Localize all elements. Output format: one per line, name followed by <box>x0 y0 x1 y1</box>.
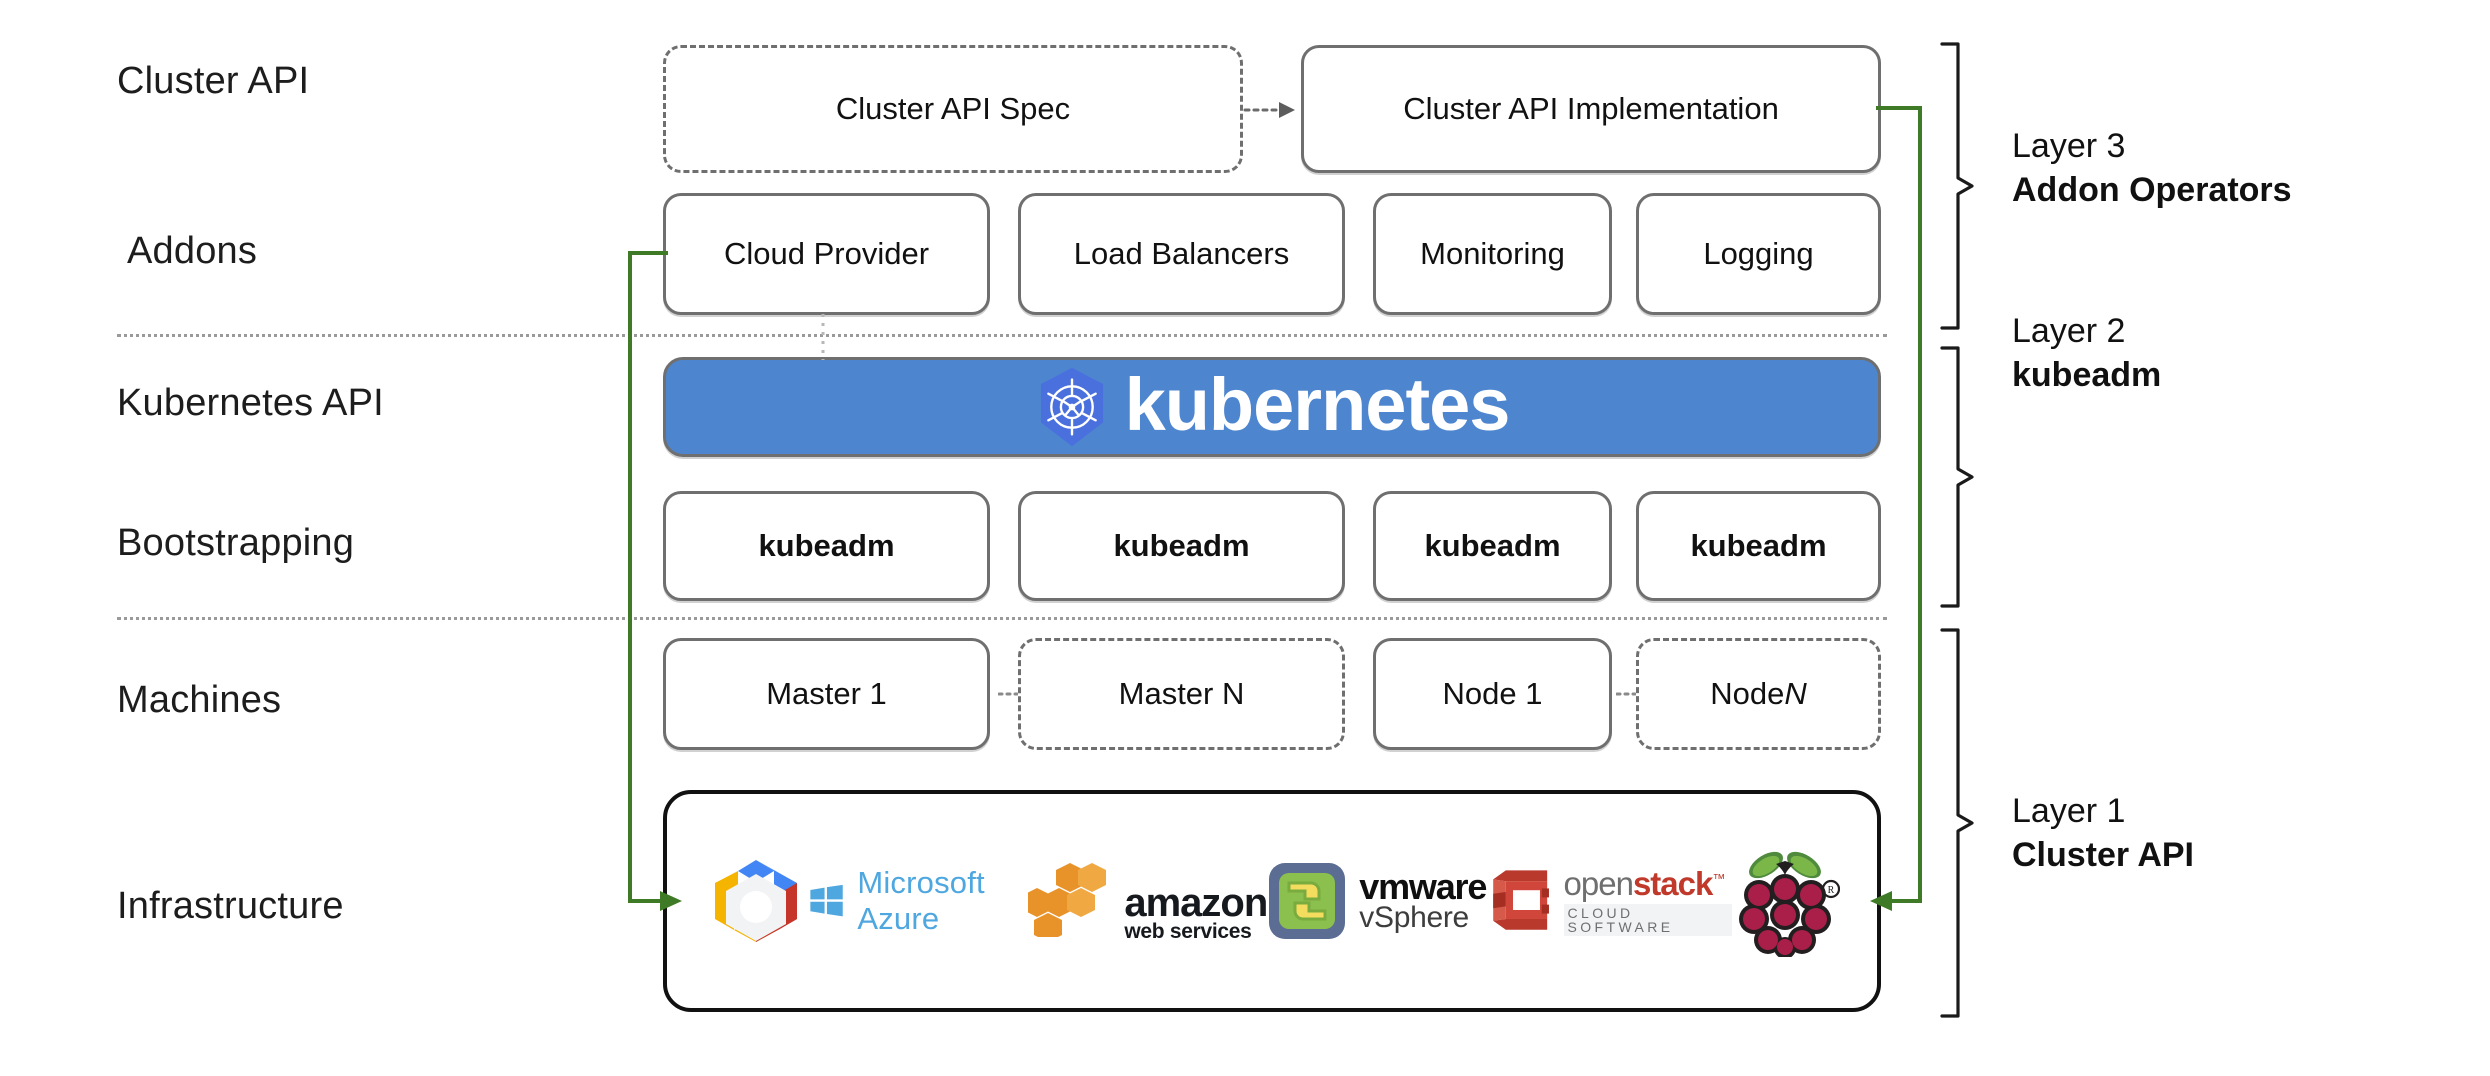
layer-2-number: Layer 2 <box>2012 312 2126 350</box>
machine-box-node-1[interactable]: Node 1 <box>1373 638 1612 750</box>
kubernetes-wordmark: kubernetes <box>1124 363 1511 446</box>
bootstrap-box-2[interactable]: kubeadm <box>1018 491 1345 601</box>
layer-1-caption: Layer 1 Cluster API <box>2012 790 2194 877</box>
infrastructure-logo-strip: Microsoft Azure amazon web services <box>690 838 1854 964</box>
aws-subtext: web services <box>1124 919 1252 943</box>
bootstrap-box-1[interactable]: kubeadm <box>663 491 990 601</box>
ellipsis-connector-masters-icon <box>998 692 1018 696</box>
bootstrap-box-3[interactable]: kubeadm <box>1373 491 1612 601</box>
aws-wordmark: amazon <box>1124 880 1268 925</box>
connector-cloud-provider-to-kubernetes <box>821 314 825 360</box>
brace-layer-3 <box>1940 42 1974 330</box>
bootstrap-box-4[interactable]: kubeadm <box>1636 491 1881 601</box>
openstack-subtext: CLOUD SOFTWARE <box>1563 903 1732 936</box>
addon-box-logging[interactable]: Logging <box>1636 193 1881 315</box>
machine-box-node-n-suffix: N <box>1784 676 1807 711</box>
layer-3-name: Addon Operators <box>2012 170 2292 209</box>
addon-box-cloud-provider[interactable]: Cloud Provider <box>663 193 990 315</box>
layer-2-name: kubeadm <box>2012 355 2162 394</box>
addon-box-monitoring[interactable]: Monitoring <box>1373 193 1612 315</box>
svg-text:R: R <box>1828 885 1835 896</box>
row-label-infrastructure: Infrastructure <box>117 885 344 927</box>
google-cloud-platform-icon <box>704 854 808 948</box>
separator-layer2-layer1 <box>117 617 1887 620</box>
kubernetes-banner[interactable]: kubernetes <box>663 357 1881 457</box>
ellipsis-connector-nodes-icon <box>1616 692 1636 696</box>
raspberry-pi-icon: R <box>1732 845 1840 957</box>
cluster-api-implementation-box[interactable]: Cluster API Implementation <box>1301 45 1881 173</box>
layer-1-number: Layer 1 <box>2012 792 2126 830</box>
layer-3-caption: Layer 3 Addon Operators <box>2012 125 2292 212</box>
microsoft-azure-icon: Microsoft Azure <box>808 865 1028 937</box>
addon-box-load-balancers[interactable]: Load Balancers <box>1018 193 1345 315</box>
vmware-wordmark: vmware <box>1359 865 1487 907</box>
brace-layer-1 <box>1940 628 1974 1018</box>
row-label-cluster-api: Cluster API <box>117 60 310 102</box>
row-label-kubernetes-api: Kubernetes API <box>117 382 384 424</box>
machine-box-master-1[interactable]: Master 1 <box>663 638 990 750</box>
layer-1-name: Cluster API <box>2012 835 2195 874</box>
row-label-bootstrapping: Bootstrapping <box>117 522 355 564</box>
cluster-api-spec-box[interactable]: Cluster API Spec <box>663 45 1243 173</box>
vsphere-subtext: vSphere <box>1359 900 1469 934</box>
row-label-addons: Addons <box>127 230 258 272</box>
openstack-wordmark: openstack™ <box>1563 864 1726 902</box>
amazon-web-services-icon: amazon web services <box>1028 861 1268 943</box>
openstack-icon: openstack™ CLOUD SOFTWARE <box>1486 861 1732 941</box>
separator-layer3-layer2 <box>117 334 1887 337</box>
layer-3-number: Layer 3 <box>2012 127 2126 165</box>
layer-2-caption: Layer 2 kubeadm <box>2012 310 2161 397</box>
machine-box-node-n-label: Node <box>1710 676 1785 711</box>
brace-layer-2 <box>1940 346 1974 608</box>
machine-box-master-n[interactable]: Master N <box>1018 638 1345 750</box>
row-label-machines: Machines <box>117 679 282 721</box>
microsoft-azure-label: Microsoft Azure <box>857 865 985 936</box>
kubernetes-helm-wheel-icon <box>1040 367 1103 447</box>
vmware-vsphere-icon: vmware vSphere <box>1267 861 1487 941</box>
dotted-arrow-right-icon <box>1243 102 1295 118</box>
machine-box-node-n[interactable]: Node N <box>1636 638 1881 750</box>
